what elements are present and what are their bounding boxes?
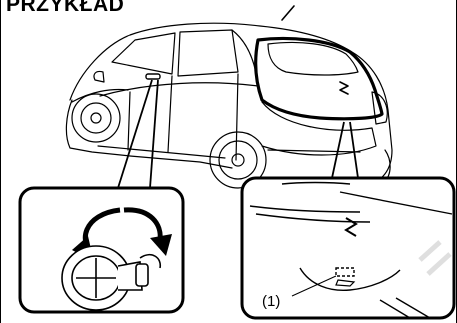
tailgate-inset: (1) bbox=[242, 178, 454, 318]
car-body bbox=[66, 6, 392, 190]
key-lock-inset bbox=[20, 188, 183, 312]
callout-label-1: (1) bbox=[262, 293, 280, 310]
